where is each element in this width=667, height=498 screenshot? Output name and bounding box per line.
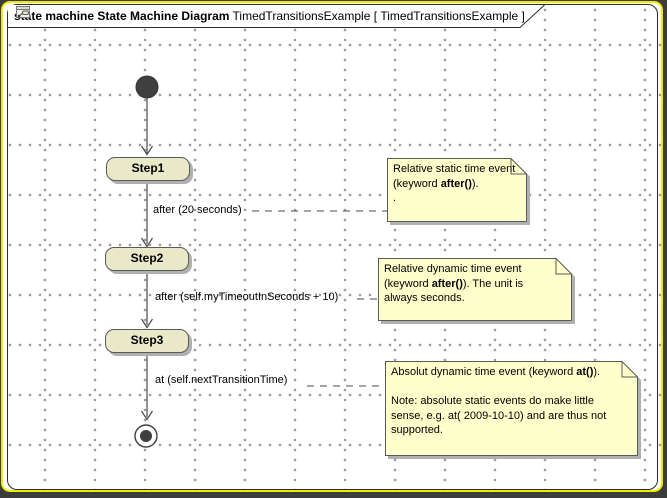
transition-label-after-20s[interactable]: after (20 seconds) [153,204,242,216]
final-state-dot [140,430,152,442]
note-text: Relative dynamic time event (keyword aft… [384,262,568,306]
arrowhead-4 [140,410,154,421]
frame-title-text: state machine State Machine Diagram Time… [14,5,525,27]
initial-state[interactable] [135,75,159,99]
state-step2[interactable]: Step2 [105,247,189,271]
frame-title-pentagon [8,5,545,28]
note-shape [378,258,572,321]
arrowhead-2 [140,237,154,248]
note-relative-dynamic[interactable]: Relative dynamic time event (keyword aft… [378,258,572,321]
state-machine-diagram-icon [16,6,30,18]
transition-label-after-timeout[interactable]: after (self.myTimeoutInSeconds + 10) [155,291,339,303]
note-text: Absolut dynamic time event (keyword at()… [391,365,634,438]
frame-title-kind: state machine State Machine Diagram [14,9,230,23]
frame-title[interactable]: state machine State Machine Diagram Time… [8,5,553,28]
note-seg-bold: after() [431,277,463,290]
note-text: Relative static time event (keyword afte… [393,162,523,206]
note-shape [387,158,527,222]
note-seg-bold: after() [440,177,472,190]
note-seg: Absolut dynamic time event (keyword [391,366,577,378]
note-seg: ). . [393,177,479,205]
note-seg: Relative dynamic time event (keyword [384,263,522,290]
transition-label-at-time[interactable]: at (self.nextTransitionTime) [155,374,288,386]
note-relative-static[interactable]: Relative static time event (keyword afte… [387,158,527,222]
note-seg: ). Note: absolute static events do make … [391,366,607,436]
diagram-canvas[interactable] [1,1,663,492]
note-seg-bold: at() [576,366,594,378]
uml-frame[interactable] [7,4,658,490]
note-seg: ). The unit is always seconds. [384,277,524,305]
state-step3[interactable]: Step3 [105,329,189,353]
arrowhead-3 [140,318,154,329]
frame-title-diagram-ref: TimedTransitionsExample ] [380,9,525,23]
note-absolute-dynamic[interactable]: Absolut dynamic time event (keyword at()… [385,361,638,456]
note-seg: Relative static time event (keyword [393,163,516,190]
frame-title-name: TimedTransitionsExample [ [229,9,381,23]
arrowhead-1 [140,145,154,156]
note-shape [385,361,638,456]
state-step1[interactable]: Step1 [106,157,190,181]
